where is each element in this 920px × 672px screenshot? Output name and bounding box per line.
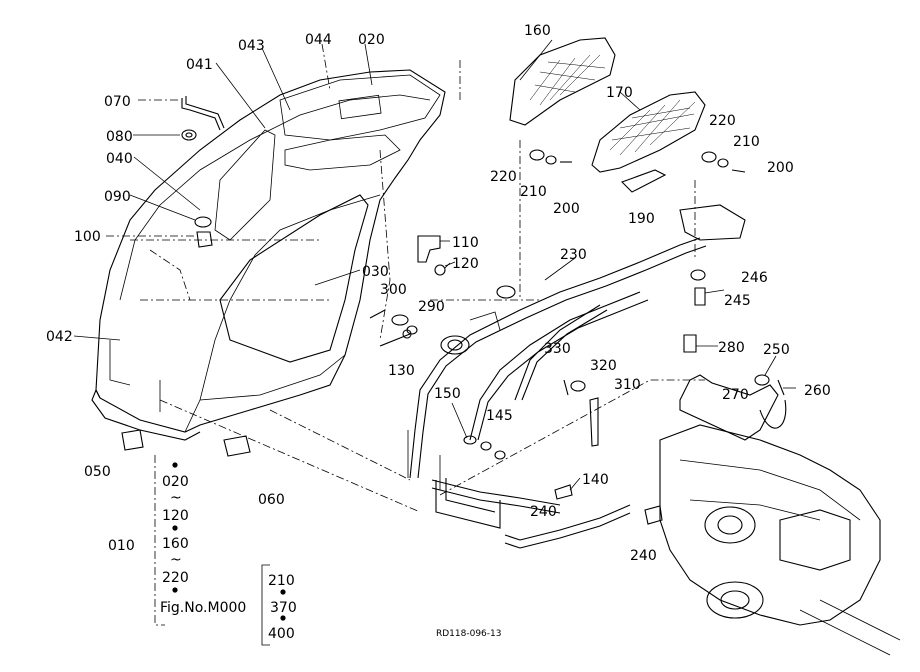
callout-140: 140 (582, 472, 609, 488)
callout-230: 230 (560, 247, 587, 263)
callout-050: 050 (84, 464, 111, 480)
callout-200-left: 200 (553, 201, 580, 217)
callout-150: 150 (434, 386, 461, 402)
callout-145: 145 (486, 408, 513, 424)
callout-330: 330 (544, 341, 571, 357)
drawing-code: RD118-096-13 (436, 629, 502, 639)
callout-200-right: 200 (767, 160, 794, 176)
callout-246: 246 (741, 270, 768, 286)
callout-044: 044 (305, 32, 332, 48)
callout-090: 090 (104, 189, 131, 205)
callout-300: 300 (380, 282, 407, 298)
callout-260: 260 (804, 383, 831, 399)
callout-020: 020 (358, 32, 385, 48)
callout-320: 320 (590, 358, 617, 374)
assembly-dot (172, 587, 178, 593)
callout-210-right: 210 (733, 134, 760, 150)
assembly-dot (280, 615, 286, 621)
assembly-range1-start: 020 (162, 474, 189, 490)
callout-245: 245 (724, 293, 751, 309)
assembly-dot (172, 462, 178, 468)
assembly-dot (172, 525, 178, 531)
callout-060: 060 (258, 492, 285, 508)
callout-220-right: 220 (709, 113, 736, 129)
callout-130: 130 (388, 363, 415, 379)
callout-220-left: 220 (490, 169, 517, 185)
leader-lines (73, 39, 796, 513)
callout-270: 270 (722, 387, 749, 403)
callout-290: 290 (418, 299, 445, 315)
callout-170: 170 (606, 85, 633, 101)
callout-070: 070 (104, 94, 131, 110)
fender-shell (91, 69, 446, 441)
callout-040: 040 (106, 151, 133, 167)
assembly-range2-start: 160 (162, 536, 189, 552)
callout-labels: 070 041 043 044 020 080 040 090 100 042 … (46, 23, 831, 642)
callout-210-left: 210 (520, 184, 547, 200)
assembly-group-number: 010 (108, 538, 135, 554)
transmission-bracket (659, 334, 901, 656)
callout-190: 190 (628, 211, 655, 227)
assembly-range1-sep: ~ (170, 490, 182, 506)
assembly-fig-item-3: 400 (268, 626, 295, 642)
callout-160: 160 (524, 23, 551, 39)
assembly-dot (280, 589, 286, 595)
callout-080: 080 (106, 129, 133, 145)
frame-hardware (369, 235, 663, 525)
callout-240-lower: 240 (630, 548, 657, 564)
callout-120: 120 (452, 256, 479, 272)
callout-280: 280 (718, 340, 745, 356)
callout-310: 310 (614, 377, 641, 393)
assembly-fig-ref: Fig.No.M000 (160, 600, 246, 616)
callout-100: 100 (74, 229, 101, 245)
assembly-range2-end: 220 (162, 570, 189, 586)
assembly-range1-end: 120 (162, 508, 189, 524)
callout-041: 041 (186, 57, 213, 73)
assembly-range2-sep: ~ (170, 552, 182, 568)
callout-030: 030 (362, 264, 389, 280)
callout-042: 042 (46, 329, 73, 345)
assembly-fig-item-1: 210 (268, 573, 295, 589)
assembly-list (154, 455, 286, 646)
callout-250: 250 (763, 342, 790, 358)
callout-043: 043 (238, 38, 265, 54)
seat-cushions (509, 37, 746, 306)
callout-240-center: 240 (530, 504, 557, 520)
assembly-fig-item-2: 370 (270, 600, 297, 616)
callout-110: 110 (452, 235, 479, 251)
rops-frame (407, 204, 746, 549)
fender-hardware (121, 96, 251, 457)
